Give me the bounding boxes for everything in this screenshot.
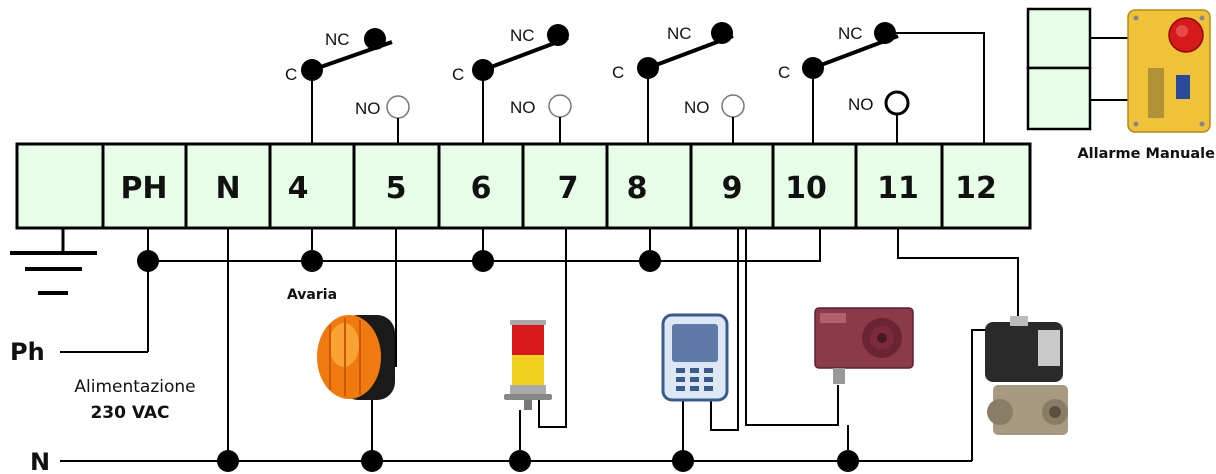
terminal-11-label: 11 [877, 171, 919, 206]
n-label: N [30, 448, 50, 474]
allarme-manuale-label: Allarme Manuale [1077, 146, 1215, 162]
gas-solenoid-valve-icon [897, 228, 1068, 461]
terminal-11: 11 [854, 142, 944, 230]
relay-3-c-contact [637, 57, 659, 79]
relay-contact-1: C NC NO [285, 28, 410, 144]
signal-tower-light-icon [504, 228, 567, 461]
relay-4-c-contact [802, 57, 824, 79]
relay-1-nc-contact [364, 28, 386, 50]
relay-1-nc-label: NC [325, 30, 350, 49]
terminal-7: 7 [521, 142, 609, 230]
relay-1-c-label: C [285, 65, 297, 84]
relay-2-c-contact [472, 59, 494, 81]
terminal-n-label: N [215, 171, 240, 206]
orange-beacon-icon [317, 228, 397, 461]
terminal-ph: PH [101, 142, 188, 230]
terminal-9: 9 [689, 142, 775, 230]
terminal-12-label: 12 [955, 171, 997, 206]
relay-3-no-label: NO [684, 98, 710, 117]
relay-3-nc-label: NC [667, 24, 692, 43]
relay-1-no-label: NO [355, 99, 381, 118]
relay-3-no-contact [721, 94, 745, 118]
relay-2-nc-label: NC [510, 26, 535, 45]
terminal-8: 8 [605, 142, 693, 230]
alimentazione-label: Alimentazione [74, 377, 195, 397]
avaria-label: Avaria [287, 287, 337, 303]
terminal-block: PH N 4 5 6 7 8 9 [15, 142, 1032, 230]
terminal-6: 6 [437, 142, 525, 230]
relay-3-nc-contact [711, 22, 733, 44]
terminal-n: N [184, 142, 272, 230]
relay-3-c-label: C [612, 63, 624, 82]
alarm-siren-icon [745, 228, 914, 461]
relay-contact-3: C NC NO [612, 22, 745, 144]
voltage-label: 230 VAC [90, 403, 169, 423]
manual-alarm-button: Allarme Manuale [1026, 7, 1215, 162]
terminal-12: 12 [940, 142, 1032, 230]
relay-4-c-label: C [778, 63, 790, 82]
terminal-4-label: 4 [288, 171, 309, 206]
relay-2-c-label: C [452, 65, 464, 84]
terminal-10-label: 10 [785, 171, 827, 206]
ground-symbol-icon [10, 228, 97, 295]
relay-1-no-contact [386, 95, 410, 119]
wire-nc4-to-12 [896, 32, 985, 144]
terminal-ph-label: PH [120, 171, 167, 206]
relay-4-no-label: NO [848, 95, 874, 114]
relay-2-nc-contact [547, 24, 569, 46]
relay-4-nc-contact [874, 22, 896, 44]
terminal-6-label: 6 [471, 171, 492, 206]
relay-2-no-label: NO [510, 98, 536, 117]
terminal-9-label: 9 [722, 171, 743, 206]
terminal-5-label: 5 [386, 171, 407, 206]
terminal-empty [15, 142, 105, 230]
relay-1-c-contact [301, 59, 323, 81]
relay-contact-2: C NC NO [452, 24, 572, 144]
terminal-10: 10 [771, 142, 858, 230]
relay-contact-4: C NC NO [778, 22, 910, 144]
terminal-8-label: 8 [627, 171, 648, 206]
control-panel-device-icon [661, 228, 739, 461]
terminal-5: 5 [352, 142, 441, 230]
relay-4-nc-label: NC [838, 24, 863, 43]
terminal-7-label: 7 [558, 171, 579, 206]
ph-label: Ph [10, 338, 45, 366]
relay-4-no-contact [884, 90, 910, 116]
terminal-4: 4 [268, 142, 356, 230]
relay-2-no-contact [548, 94, 572, 118]
